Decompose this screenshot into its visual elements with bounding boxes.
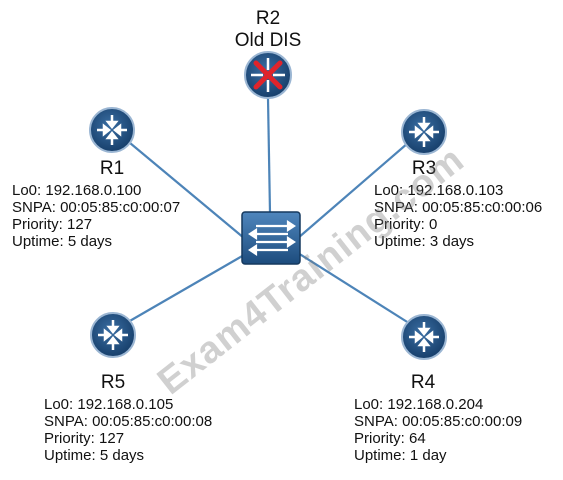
router-r3-name: R3 <box>411 158 437 179</box>
link-r1-switch <box>129 142 245 239</box>
router-r3-icon <box>401 109 447 155</box>
router-r2-role: Old DIS <box>234 30 302 51</box>
router-r5-info: Lo0: 192.168.0.105 SNPA: 00:05:85:c0:00:… <box>44 396 212 464</box>
router-r3-info: Lo0: 192.168.0.103 SNPA: 00:05:85:c0:00:… <box>374 182 542 250</box>
failed-x-icon <box>253 60 283 90</box>
router-r5-priority: Priority: 127 <box>44 430 125 447</box>
router-r5-lo0: Lo0: 192.168.0.105 <box>44 396 174 413</box>
router-r4-name: R4 <box>410 372 436 393</box>
router-r5-uptime: Uptime: 5 days <box>44 447 145 464</box>
router-r3-lo0: Lo0: 192.168.0.103 <box>374 182 504 199</box>
router-r1-priority: Priority: 127 <box>12 216 93 233</box>
router-r4-lo0: Lo0: 192.168.0.204 <box>354 396 484 413</box>
router-r4-priority: Priority: 64 <box>354 430 426 447</box>
links <box>127 97 413 326</box>
link-r5-switch <box>127 254 245 323</box>
router-r5-icon <box>90 312 136 358</box>
router-r4-icon <box>401 314 447 360</box>
link-r3-switch <box>297 142 409 239</box>
router-r3-snpa: SNPA: 00:05:85:c0:00:06 <box>374 199 543 216</box>
router-r4-info: Lo0: 192.168.0.204 SNPA: 00:05:85:c0:00:… <box>354 396 522 464</box>
router-r2-name: R2 <box>255 8 281 29</box>
router-r2-icon <box>244 51 292 99</box>
link-r2-switch <box>266 97 272 214</box>
router-r4-snpa: SNPA: 00:05:85:c0:00:09 <box>354 413 523 430</box>
router-r1-lo0: Lo0: 192.168.0.100 <box>12 182 142 199</box>
router-r3-uptime: Uptime: 3 days <box>374 233 475 250</box>
router-r4-uptime: Uptime: 1 day <box>354 447 447 464</box>
router-r5-name: R5 <box>100 372 126 393</box>
router-r1-info: Lo0: 192.168.0.100 SNPA: 00:05:85:c0:00:… <box>12 182 180 250</box>
router-r1-uptime: Uptime: 5 days <box>12 233 113 250</box>
switch-icon <box>241 211 301 265</box>
link-r4-switch <box>297 252 413 326</box>
router-r1-snpa: SNPA: 00:05:85:c0:00:07 <box>12 199 181 216</box>
router-r3-priority: Priority: 0 <box>374 216 438 233</box>
router-r1-icon <box>89 107 135 153</box>
router-r5-snpa: SNPA: 00:05:85:c0:00:08 <box>44 413 213 430</box>
router-r1-name: R1 <box>99 158 125 179</box>
